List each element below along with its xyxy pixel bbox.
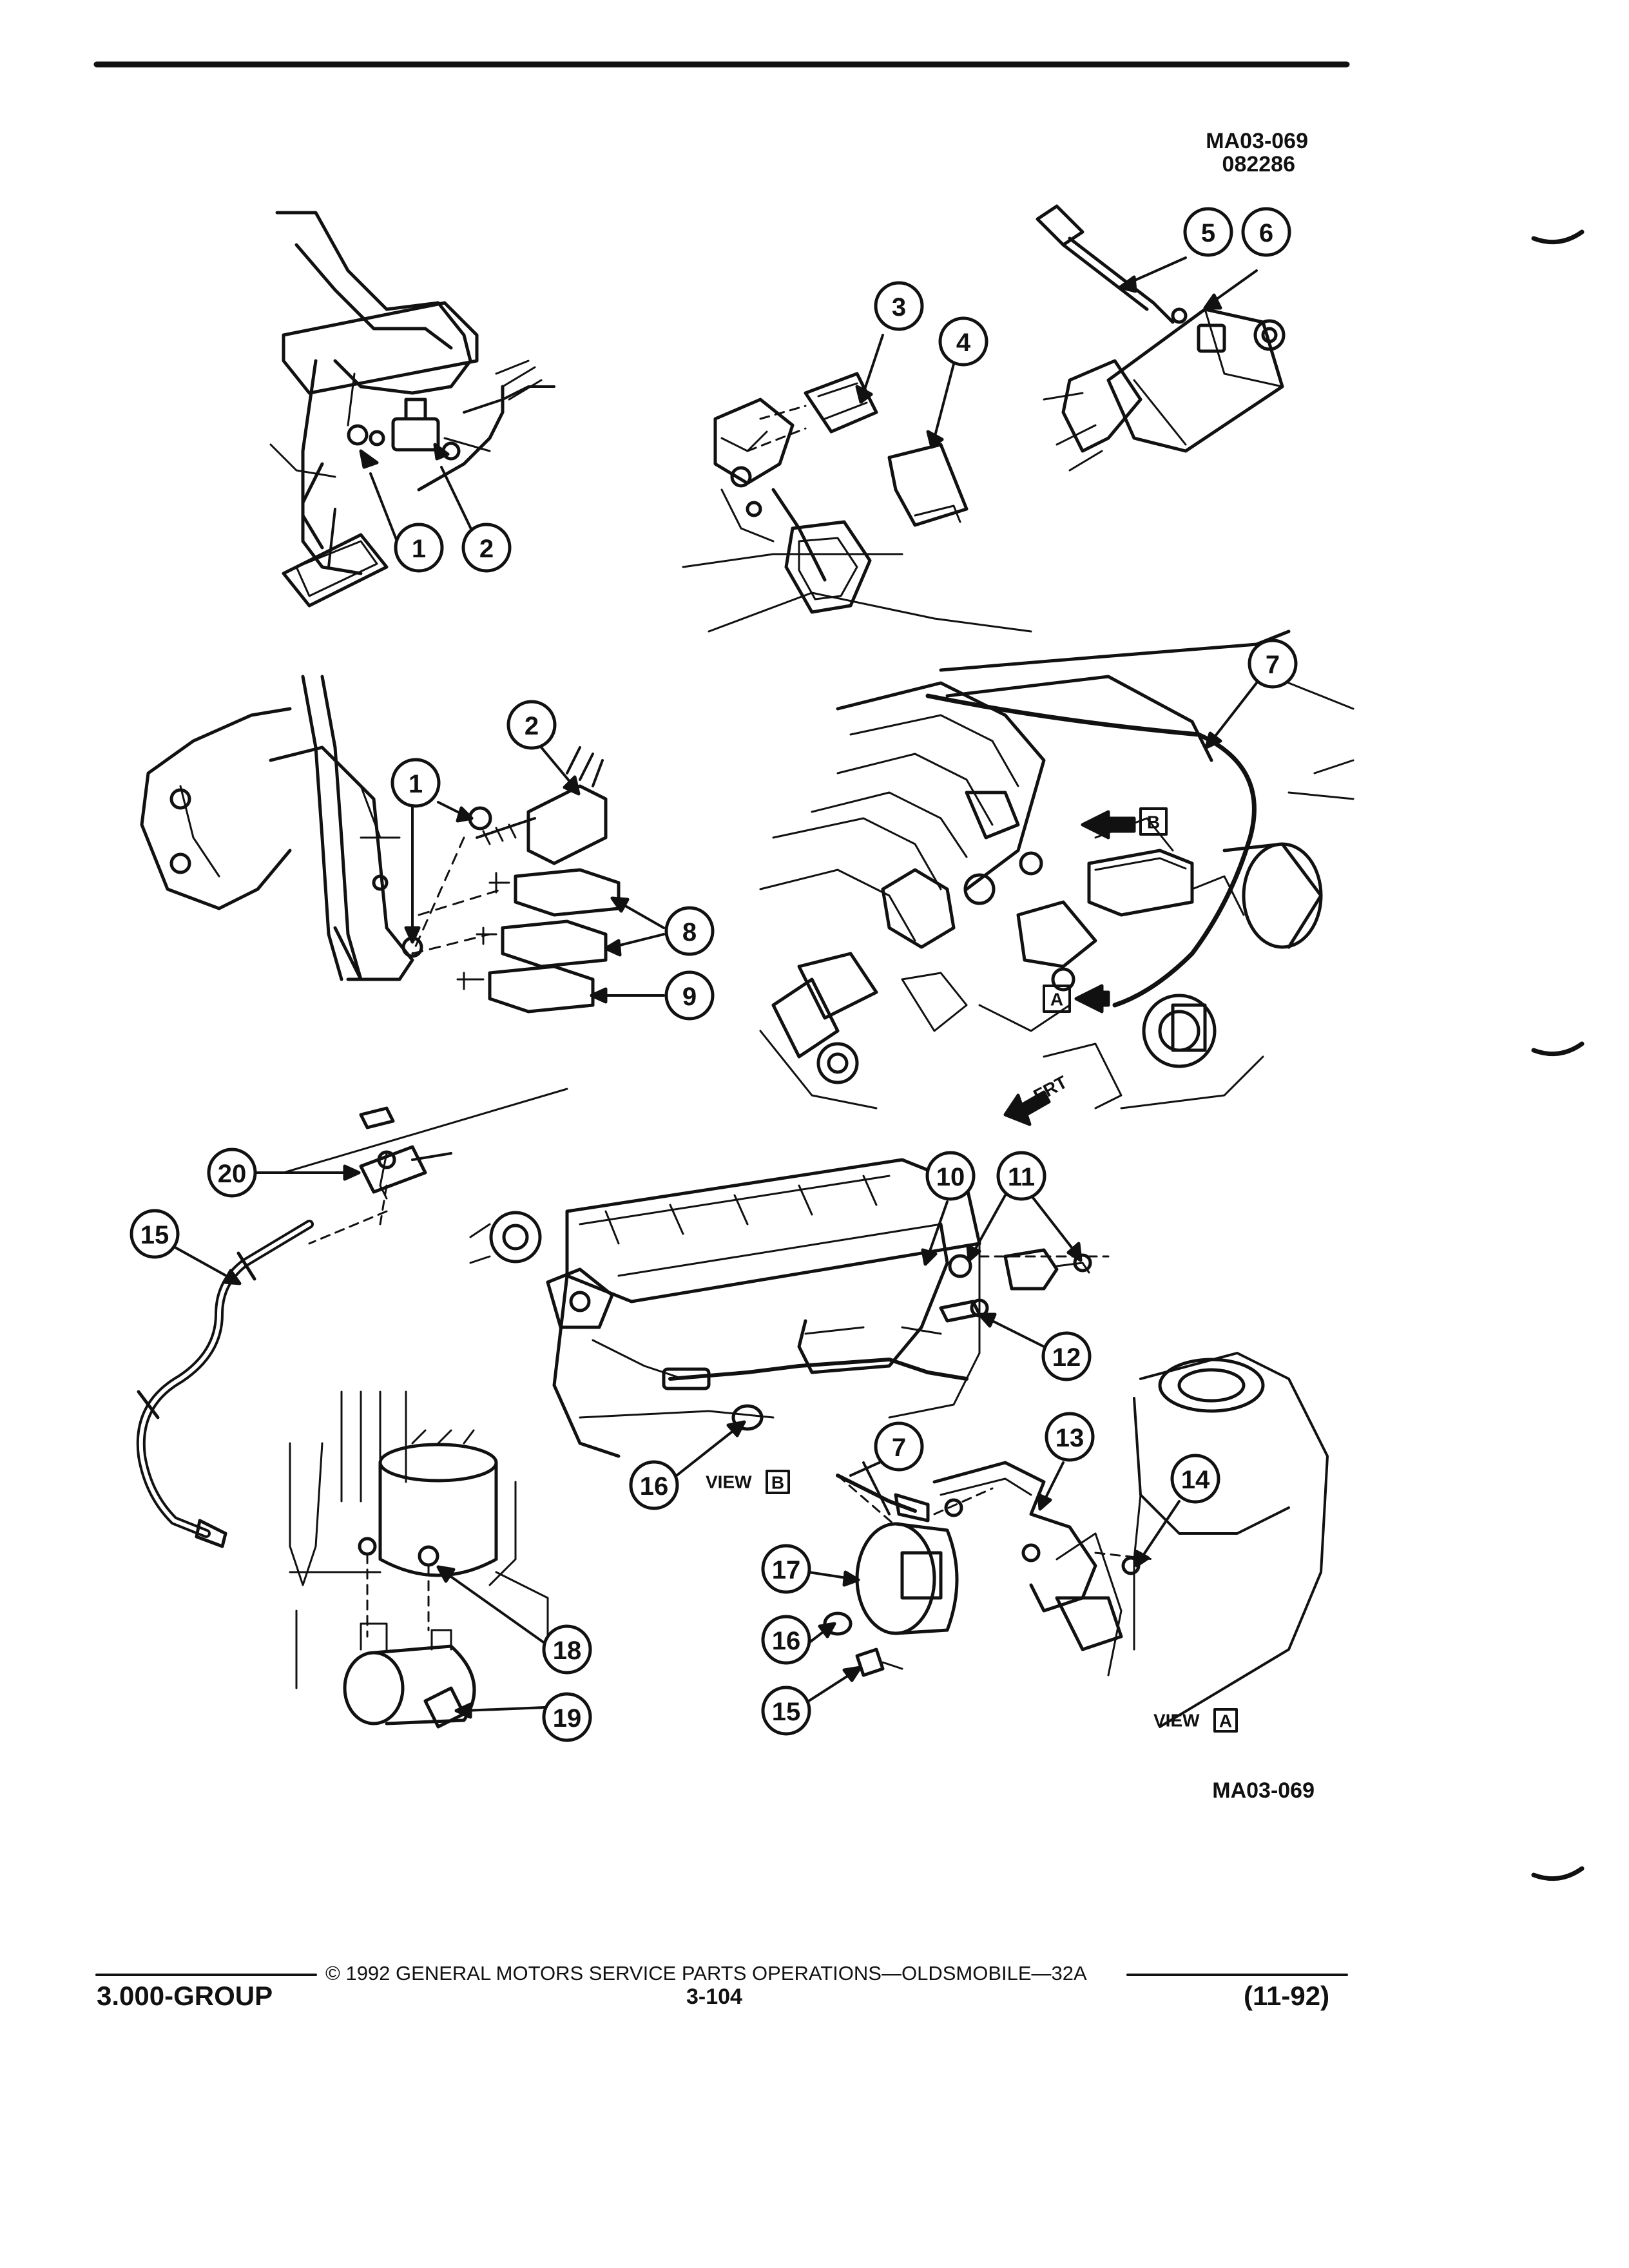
callout-7: 7 [1266,651,1280,679]
callout-15: 15 [140,1221,169,1249]
callout-circle [207,1148,257,1198]
intake-manifold-assembly [469,1158,1110,1477]
callout-20: 20 [218,1160,247,1188]
callout-circle [664,970,715,1021]
callout-circle [542,1692,592,1742]
callout-4: 4 [956,329,971,357]
callout-circle [1183,207,1233,257]
switch-bracket-assembly [140,675,665,1014]
callout-13: 13 [1055,1424,1084,1452]
svg-text:VIEW: VIEW [1153,1711,1200,1731]
callout-8: 8 [682,918,697,947]
callout-circle [1170,1454,1220,1504]
callout-circle [542,1624,592,1675]
view-b-box-letter: B [771,1473,784,1493]
callout-17: 17 [772,1556,801,1584]
callout-14: 14 [1181,1466,1210,1494]
callout-7: 7 [892,1434,906,1462]
footer-page-number: 3-104 [686,1984,742,2009]
callout-10: 10 [936,1163,965,1191]
callout-circle [938,316,988,367]
footer-date: (11-92) [1244,1981,1330,2011]
vacuum-hose-assembly [136,1088,568,1548]
callout-circle [130,1209,180,1259]
callout-circle [761,1615,811,1665]
callout-circle [394,523,444,573]
margin-mark [1531,229,1585,245]
callout-circle [1045,1412,1095,1462]
figure-code: MA03-069 [1206,129,1308,153]
servo-bracket-view-a [807,1352,1329,1728]
callout-circle [1248,639,1298,689]
callout-5: 5 [1201,219,1215,247]
cruise-cable-assembly [1036,204,1286,472]
callout-15: 15 [772,1698,801,1726]
view-a-label: VIEW [1153,1711,1200,1731]
callout-19: 19 [553,1704,582,1733]
figure-code-bottom: MA03-069 [1212,1778,1315,1803]
callout-circle [461,523,512,573]
callout-circle [925,1151,976,1201]
callout-1: 1 [409,770,423,798]
view-a-box-letter: A [1219,1711,1232,1731]
callout-11: 11 [1008,1163,1035,1191]
callout-circle [664,906,715,956]
callout-9: 9 [682,983,697,1011]
callout-circles [130,207,1298,1742]
callout-circle [506,700,557,750]
engine-compartment-view [759,629,1354,1126]
callout-3: 3 [892,293,906,322]
callout-16: 16 [772,1627,801,1655]
canister-assembly [289,1390,549,1729]
footer-group: 3.000-GROUP [97,1981,273,2011]
view-a-marker: A [1050,990,1063,1010]
callout-1: 1 [412,535,426,563]
callout-circle [1241,207,1291,257]
callout-circle [761,1686,811,1736]
margin-mark [1531,1866,1585,1881]
svg-text:VIEW: VIEW [706,1472,752,1492]
figure-date: 082286 [1222,152,1295,177]
accelerator-pedal-assembly [682,334,1032,633]
callout-circle [874,281,924,331]
footer-copyright: © 1992 GENERAL MOTORS SERVICE PARTS OPER… [325,1962,1087,1984]
callout-circle [761,1544,811,1594]
callout-numbers: 1 2 3 4 5 6 7 2 1 8 9 20 15 10 11 12 7 1… [140,219,1280,1733]
view-b-box [766,1470,790,1494]
brake-pedal-assembly [269,211,555,608]
callout-circle [629,1460,679,1510]
view-b-marker: B [1147,812,1160,832]
margin-mark [1531,1041,1585,1057]
callout-18: 18 [553,1637,582,1665]
callout-16: 16 [640,1472,669,1501]
callout-12: 12 [1052,1343,1081,1372]
callout-6: 6 [1259,219,1273,247]
callout-2: 2 [479,535,494,563]
callout-circle [390,758,441,808]
view-a-box [1213,1708,1238,1733]
view-b-label: VIEW [706,1472,752,1492]
callout-2: 2 [525,712,539,740]
callout-circle [996,1151,1046,1201]
callout-circle [1041,1331,1092,1381]
callout-circle [874,1421,924,1472]
